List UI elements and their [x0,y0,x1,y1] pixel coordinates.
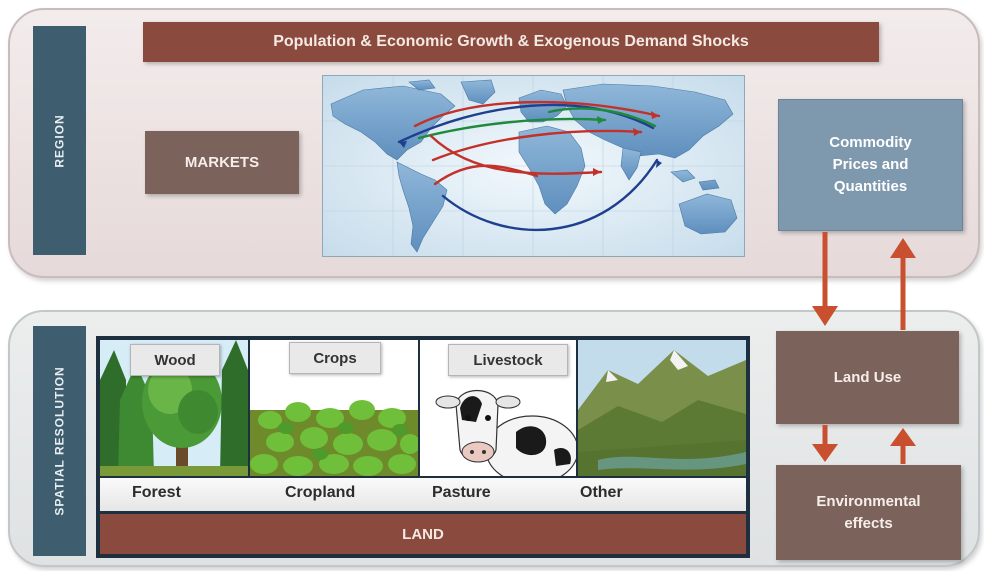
other-land-image [578,340,746,476]
environmental-line-1: Environmental [816,492,921,510]
wood-tag: Wood [130,344,220,376]
land-use-box: Land Use [776,331,959,424]
crops-tag: Crops [289,342,381,374]
world-trade-map [322,75,745,257]
commodity-line-3: Quantities [833,178,908,195]
region-label: REGION [33,26,86,255]
forest-illustration [100,340,248,476]
region-label-text: REGION [52,113,67,168]
other-label: Other [580,484,623,501]
drivers-bar: Population & Economic Growth & Exogenous… [143,22,879,62]
environmental-line-2: effects [844,514,893,532]
forest-label: Forest [132,484,181,501]
environmental-effects-box: Environmental effects [776,465,961,560]
land-bar: LAND [100,514,746,554]
land-cover-strip [100,478,746,511]
cropland-label: Cropland [285,484,356,501]
spatial-label-text: SPATIAL RESOLUTION [52,366,67,516]
markets-box: MARKETS [145,131,299,194]
pasture-label: Pasture [432,484,491,501]
mountain-illustration [578,340,746,476]
world-map-graphic [323,76,744,256]
commodity-line-1: Commodity [829,134,912,151]
livestock-tag: Livestock [448,344,568,376]
crops-image [250,340,418,476]
crops-illustration [250,340,418,476]
commodity-line-2: Prices and [832,156,909,173]
spatial-resolution-label: SPATIAL RESOLUTION [33,326,86,556]
forest-image [100,340,248,476]
commodity-prices-box: Commodity Prices and Quantities [778,99,963,231]
